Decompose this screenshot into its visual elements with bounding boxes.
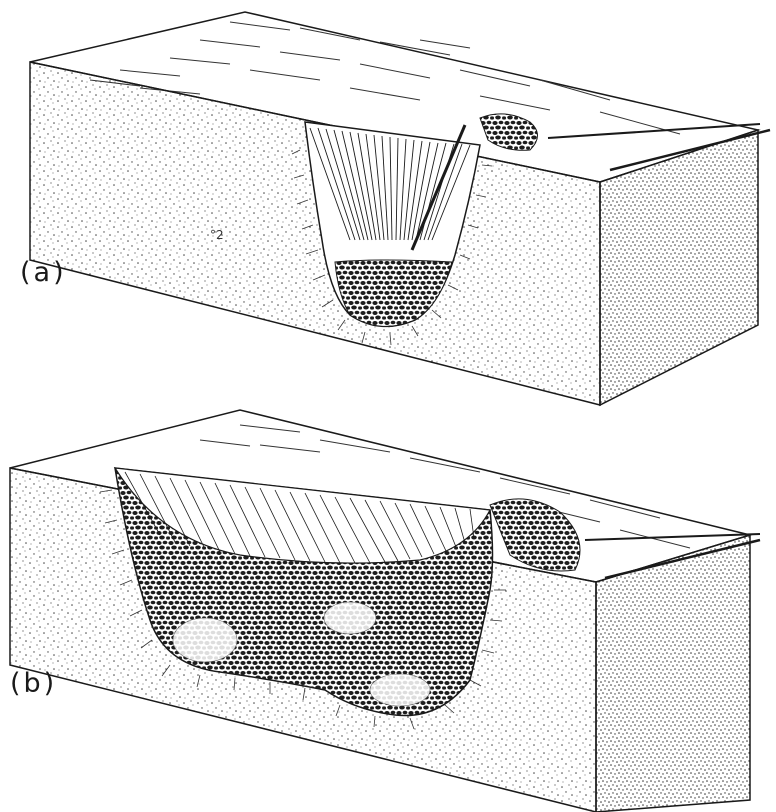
panel-b-equiaxed-blob [370, 674, 430, 706]
small-mark: °2 [210, 228, 224, 242]
panel-a-label: (a) [20, 257, 67, 288]
panel-b-side-face [596, 535, 750, 812]
panel-b-equiaxed-blob [324, 602, 376, 634]
panel-b [10, 410, 760, 812]
panel-a [30, 12, 770, 405]
panel-b-equiaxed-blob [173, 618, 237, 662]
panel-b-label: (b) [10, 668, 57, 699]
